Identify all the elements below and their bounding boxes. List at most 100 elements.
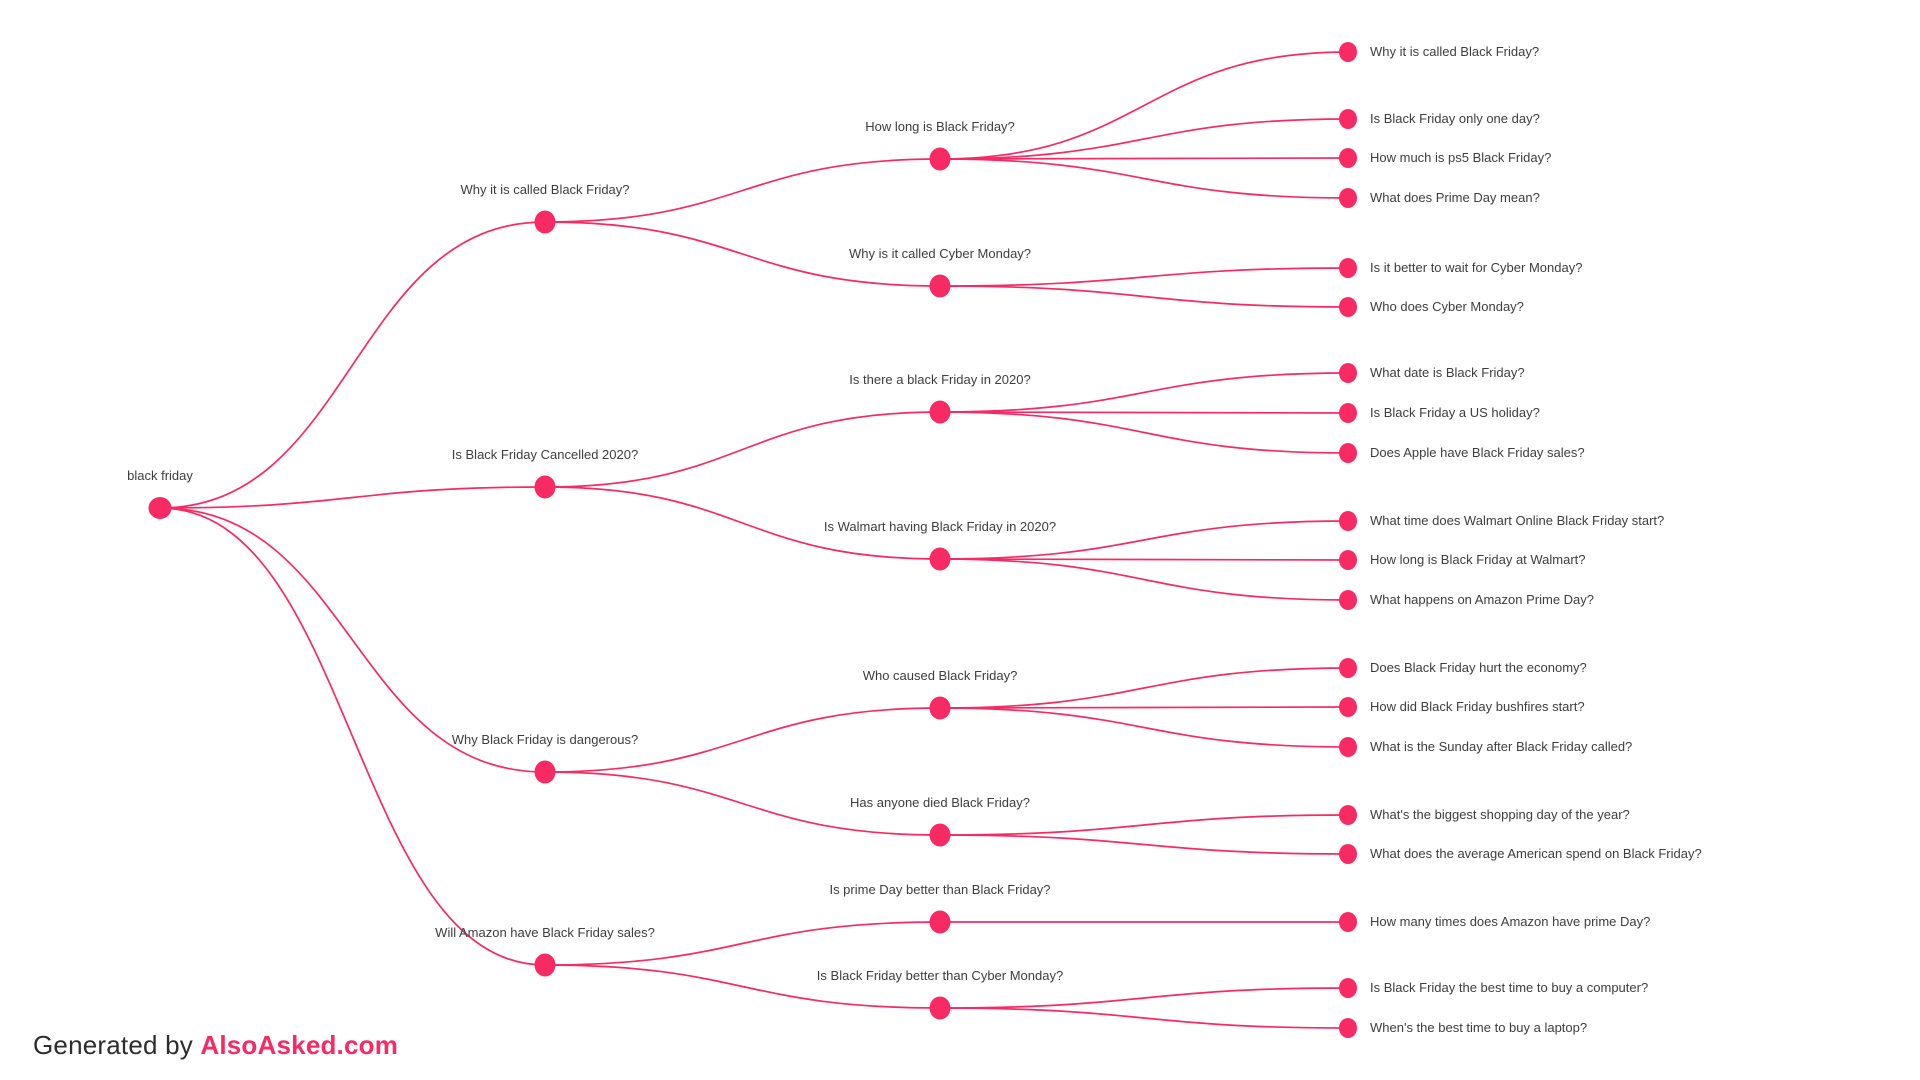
branch-node-dot [534, 760, 556, 784]
footer: Generated by AlsoAsked.com [33, 1030, 398, 1061]
tree-edge [939, 411, 1349, 414]
branch-node-dot [929, 910, 951, 934]
tree-edge [939, 158, 1349, 199]
leaf-node-label: Does Apple have Black Friday sales? [1370, 445, 1585, 461]
leaf-node-dot [1339, 363, 1357, 383]
leaf-node-label: Is Black Friday a US holiday? [1370, 405, 1540, 421]
tree-edge [939, 51, 1349, 160]
tree-edge [159, 507, 546, 773]
branch-node-dot [929, 274, 951, 298]
tree-edge [939, 814, 1349, 836]
tree-edge [939, 706, 1349, 709]
leaf-node-dot [1339, 978, 1357, 998]
tree-edge [159, 507, 546, 966]
tree-edge [544, 411, 941, 488]
tree-edge [544, 921, 941, 966]
branch-node-dot [929, 696, 951, 720]
branch-node-label: Why it is called Black Friday? [460, 182, 630, 198]
leaf-node-label: How did Black Friday bushfires start? [1370, 699, 1585, 715]
tree-edge [939, 707, 1349, 748]
leaf-node-dot [1339, 258, 1357, 278]
tree-edge [939, 1007, 1349, 1029]
leaf-node-dot [1339, 590, 1357, 610]
leaf-node-dot [1339, 511, 1357, 531]
branch-node-dot [929, 823, 951, 847]
tree-edge [939, 520, 1349, 560]
tree-edge [939, 558, 1349, 601]
tree-edge [544, 771, 941, 836]
branch-node-label: Will Amazon have Black Friday sales? [435, 925, 655, 941]
leaf-node-dot [1339, 1018, 1357, 1038]
leaf-node-dot [1339, 844, 1357, 864]
tree-edge [159, 486, 546, 509]
branch-node-dot [534, 953, 556, 977]
leaf-node-label: What is the Sunday after Black Friday ca… [1370, 739, 1633, 755]
leaf-node-dot [1339, 188, 1357, 208]
leaf-node-dot [1339, 550, 1357, 570]
branch-node-label: Is prime Day better than Black Friday? [829, 882, 1051, 898]
leaf-node-dot [1339, 443, 1357, 463]
tree-edge [939, 285, 1349, 308]
leaf-node-label: How many times does Amazon have prime Da… [1370, 914, 1651, 930]
tree-edge [939, 411, 1349, 454]
branch-node-label: Why is it called Cyber Monday? [848, 246, 1032, 262]
footer-generated-by-text: Generated by [33, 1030, 201, 1060]
tree-edge [939, 834, 1349, 855]
leaf-node-dot [1339, 297, 1357, 317]
leaf-node-label: How much is ps5 Black Friday? [1370, 150, 1552, 166]
leaf-node-label: Does Black Friday hurt the economy? [1370, 660, 1587, 676]
tree-edge [544, 158, 941, 223]
branch-node-dot [929, 147, 951, 171]
branch-node-label: How long is Black Friday? [865, 119, 1015, 135]
leaf-node-label: What happens on Amazon Prime Day? [1370, 592, 1595, 608]
tree-edge [159, 221, 546, 509]
leaf-node-label: Who does Cyber Monday? [1370, 299, 1524, 315]
leaf-node-label: What does Prime Day mean? [1370, 190, 1540, 206]
tree-edge [939, 558, 1349, 561]
leaf-node-dot [1339, 697, 1357, 717]
tree-edge [544, 964, 941, 1009]
branch-node-label: Has anyone died Black Friday? [850, 795, 1030, 811]
branch-node-label: Is Black Friday Cancelled 2020? [451, 447, 639, 463]
tree-edge [939, 372, 1349, 413]
root-node-label: black friday [127, 468, 193, 484]
leaf-node-label: What's the biggest shopping day of the y… [1370, 807, 1630, 823]
leaf-node-label: What time does Walmart Online Black Frid… [1370, 513, 1665, 529]
tree-edge [939, 267, 1349, 287]
tree-edge [939, 987, 1349, 1009]
leaf-node-dot [1339, 912, 1357, 932]
tree-edge [939, 118, 1349, 160]
branch-node-dot [534, 475, 556, 499]
leaf-node-label: When's the best time to buy a laptop? [1370, 1020, 1588, 1036]
branch-node-label: Is Black Friday better than Cyber Monday… [816, 968, 1064, 984]
leaf-node-dot [1339, 42, 1357, 62]
leaf-node-label: Is Black Friday only one day? [1370, 111, 1540, 127]
leaf-node-dot [1339, 737, 1357, 757]
tree-edge [939, 157, 1349, 160]
leaf-node-dot [1339, 148, 1357, 168]
leaf-node-dot [1339, 805, 1357, 825]
branch-node-label: Who caused Black Friday? [862, 668, 1018, 684]
leaf-node-dot [1339, 403, 1357, 423]
branch-node-dot [929, 547, 951, 571]
leaf-node-label: How long is Black Friday at Walmart? [1370, 552, 1586, 568]
branch-node-label: Why Black Friday is dangerous? [451, 732, 639, 748]
leaf-node-dot [1339, 658, 1357, 678]
leaf-node-label: What does the average American spend on … [1370, 846, 1702, 862]
leaf-node-label: What date is Black Friday? [1370, 365, 1525, 381]
branch-node-dot [534, 210, 556, 234]
tree-edge [544, 221, 941, 287]
branch-node-label: Is Walmart having Black Friday in 2020? [823, 519, 1057, 535]
branch-node-label: Is there a black Friday in 2020? [849, 372, 1031, 388]
root-node-dot [148, 497, 172, 519]
alsoasked-brand-link[interactable]: AlsoAsked.com [200, 1030, 399, 1060]
branch-node-dot [929, 996, 951, 1020]
tree-edge [544, 486, 941, 560]
leaf-node-label: Is Black Friday the best time to buy a c… [1370, 980, 1649, 996]
branch-node-dot [929, 400, 951, 424]
tree-edge [939, 667, 1349, 709]
leaf-node-label: Is it better to wait for Cyber Monday? [1370, 260, 1583, 276]
leaf-node-dot [1339, 109, 1357, 129]
